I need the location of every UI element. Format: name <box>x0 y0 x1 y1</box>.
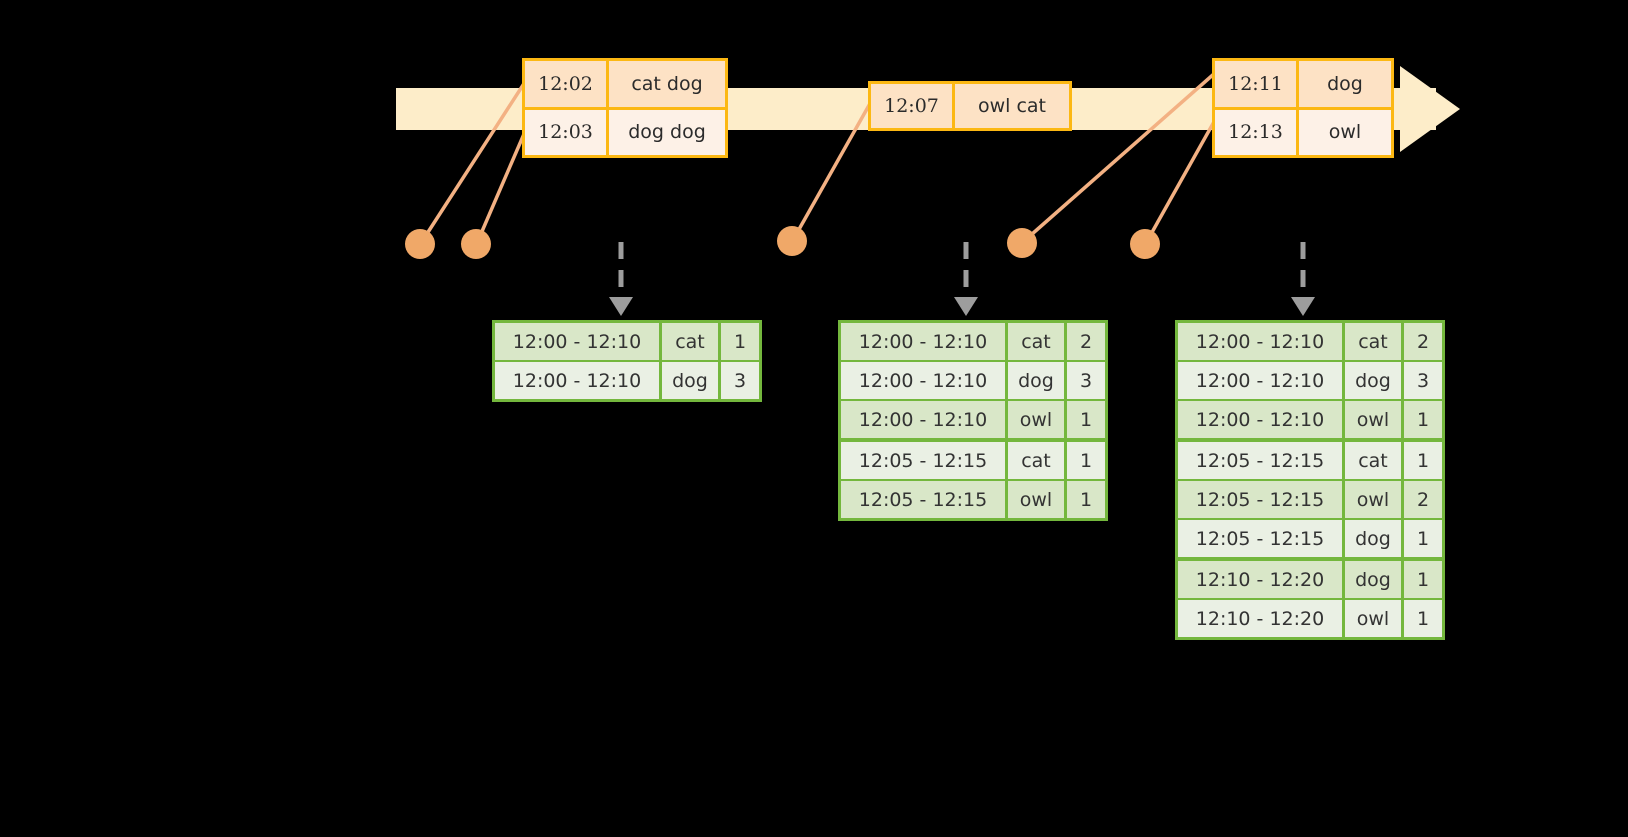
cell-count: 2 <box>1067 323 1105 360</box>
event-time: 12:02 <box>525 61 609 107</box>
event-row[interactable]: 12:13 owl <box>1215 106 1391 155</box>
connector-line-3 <box>791 99 874 241</box>
event-value: owl cat <box>977 95 1047 117</box>
cell-key: cat <box>662 323 718 360</box>
cell-window: 12:00 - 12:10 <box>1178 323 1342 360</box>
cell-window: 12:10 - 12:20 <box>1178 561 1342 598</box>
event-time: 12:07 <box>871 84 955 128</box>
cell-window: 12:05 - 12:15 <box>1178 442 1342 479</box>
cell-key: dog <box>1008 362 1064 399</box>
event-value: dog dog <box>628 121 706 144</box>
cell-key: cat <box>1345 442 1401 479</box>
connector-line-2 <box>475 126 529 244</box>
cell-key: dog <box>1345 561 1401 598</box>
event-row[interactable]: 12:11 dog <box>1215 61 1391 107</box>
cell-count: 1 <box>721 323 759 360</box>
cell-window: 12:10 - 12:20 <box>1178 600 1342 637</box>
event-group-3[interactable]: 12:11 dog 12:13 owl <box>1212 58 1394 158</box>
event-row[interactable]: 12:02 cat dog <box>525 61 725 107</box>
event-time: 12:03 <box>525 109 609 155</box>
cell-key: cat <box>1008 442 1064 479</box>
table-row[interactable]: 12:10 - 12:20 dog 1 <box>1178 561 1442 598</box>
table-row[interactable]: 12:00 - 12:10 dog 3 <box>841 362 1105 399</box>
event-time: 12:13 <box>1215 109 1299 155</box>
table-row[interactable]: 12:10 - 12:20 owl 1 <box>1178 600 1442 637</box>
event-row[interactable]: 12:07 owl cat <box>871 84 1069 128</box>
cell-window: 12:00 - 12:10 <box>1178 401 1342 438</box>
event-group-2[interactable]: 12:07 owl cat <box>868 81 1072 131</box>
result-table-3[interactable]: 12:00 - 12:10 cat 2 12:00 - 12:10 dog 3 … <box>1175 320 1445 640</box>
cell-window: 12:00 - 12:10 <box>495 323 659 360</box>
table-row[interactable]: 12:05 - 12:15 cat 1 <box>841 442 1105 479</box>
cell-count: 1 <box>1067 442 1105 479</box>
cell-window: 12:00 - 12:10 <box>495 362 659 399</box>
cell-count: 2 <box>1404 481 1442 518</box>
cell-window: 12:00 - 12:10 <box>841 323 1005 360</box>
cell-window: 12:05 - 12:15 <box>841 442 1005 479</box>
cell-key: dog <box>1345 362 1401 399</box>
cell-key: owl <box>1008 481 1064 518</box>
event-value: cat dog <box>631 72 703 95</box>
table-row[interactable]: 12:00 - 12:10 cat 2 <box>1178 323 1442 360</box>
cell-count: 3 <box>1404 362 1442 399</box>
dashed-arrow-3 <box>1291 242 1315 316</box>
event-value: dog <box>1327 72 1363 95</box>
table-row[interactable]: 12:05 - 12:15 owl 1 <box>841 481 1105 518</box>
result-table-1[interactable]: 12:00 - 12:10 cat 1 12:00 - 12:10 dog 3 <box>492 320 762 402</box>
table-row[interactable]: 12:00 - 12:10 dog 3 <box>495 362 759 399</box>
dashed-arrow-2 <box>954 242 978 316</box>
timeline-arrowhead <box>1400 66 1460 152</box>
table-row[interactable]: 12:05 - 12:15 owl 2 <box>1178 481 1442 518</box>
result-table-2[interactable]: 12:00 - 12:10 cat 2 12:00 - 12:10 dog 3 … <box>838 320 1108 521</box>
cell-key: dog <box>1345 520 1401 557</box>
cell-key: cat <box>1345 323 1401 360</box>
table-row[interactable]: 12:05 - 12:15 dog 1 <box>1178 520 1442 557</box>
marker-dot-1[interactable] <box>405 229 435 259</box>
cell-key: owl <box>1345 481 1401 518</box>
event-row[interactable]: 12:03 dog dog <box>525 106 725 155</box>
cell-count: 1 <box>1404 600 1442 637</box>
cell-key: owl <box>1345 600 1401 637</box>
cell-key: cat <box>1008 323 1064 360</box>
cell-count: 1 <box>1404 442 1442 479</box>
connector-line-1 <box>419 81 527 244</box>
cell-window: 12:00 - 12:10 <box>1178 362 1342 399</box>
cell-window: 12:05 - 12:15 <box>841 481 1005 518</box>
cell-count: 1 <box>1404 561 1442 598</box>
table-row[interactable]: 12:00 - 12:10 dog 3 <box>1178 362 1442 399</box>
cell-window: 12:05 - 12:15 <box>1178 520 1342 557</box>
marker-dot-2[interactable] <box>461 229 491 259</box>
marker-dot-4[interactable] <box>1007 228 1037 258</box>
cell-count: 3 <box>1067 362 1105 399</box>
cell-count: 1 <box>1067 401 1105 438</box>
table-row[interactable]: 12:00 - 12:10 cat 2 <box>841 323 1105 360</box>
table-row[interactable]: 12:00 - 12:10 cat 1 <box>495 323 759 360</box>
cell-key: owl <box>1008 401 1064 438</box>
cell-key: owl <box>1345 401 1401 438</box>
cell-window: 12:00 - 12:10 <box>841 362 1005 399</box>
cell-count: 3 <box>721 362 759 399</box>
table-row[interactable]: 12:00 - 12:10 owl 1 <box>1178 401 1442 438</box>
event-time: 12:11 <box>1215 61 1299 107</box>
connector-line-5 <box>1144 119 1217 244</box>
event-value: owl <box>1328 121 1362 144</box>
dashed-arrow-1 <box>609 242 633 316</box>
event-group-1[interactable]: 12:02 cat dog 12:03 dog dog <box>522 58 728 158</box>
cell-window: 12:00 - 12:10 <box>841 401 1005 438</box>
marker-dot-3[interactable] <box>777 226 807 256</box>
cell-window: 12:05 - 12:15 <box>1178 481 1342 518</box>
cell-count: 1 <box>1067 481 1105 518</box>
cell-count: 1 <box>1404 520 1442 557</box>
cell-key: dog <box>662 362 718 399</box>
cell-count: 2 <box>1404 323 1442 360</box>
table-row[interactable]: 12:05 - 12:15 cat 1 <box>1178 442 1442 479</box>
cell-count: 1 <box>1404 401 1442 438</box>
table-row[interactable]: 12:00 - 12:10 owl 1 <box>841 401 1105 438</box>
marker-dot-5[interactable] <box>1130 229 1160 259</box>
